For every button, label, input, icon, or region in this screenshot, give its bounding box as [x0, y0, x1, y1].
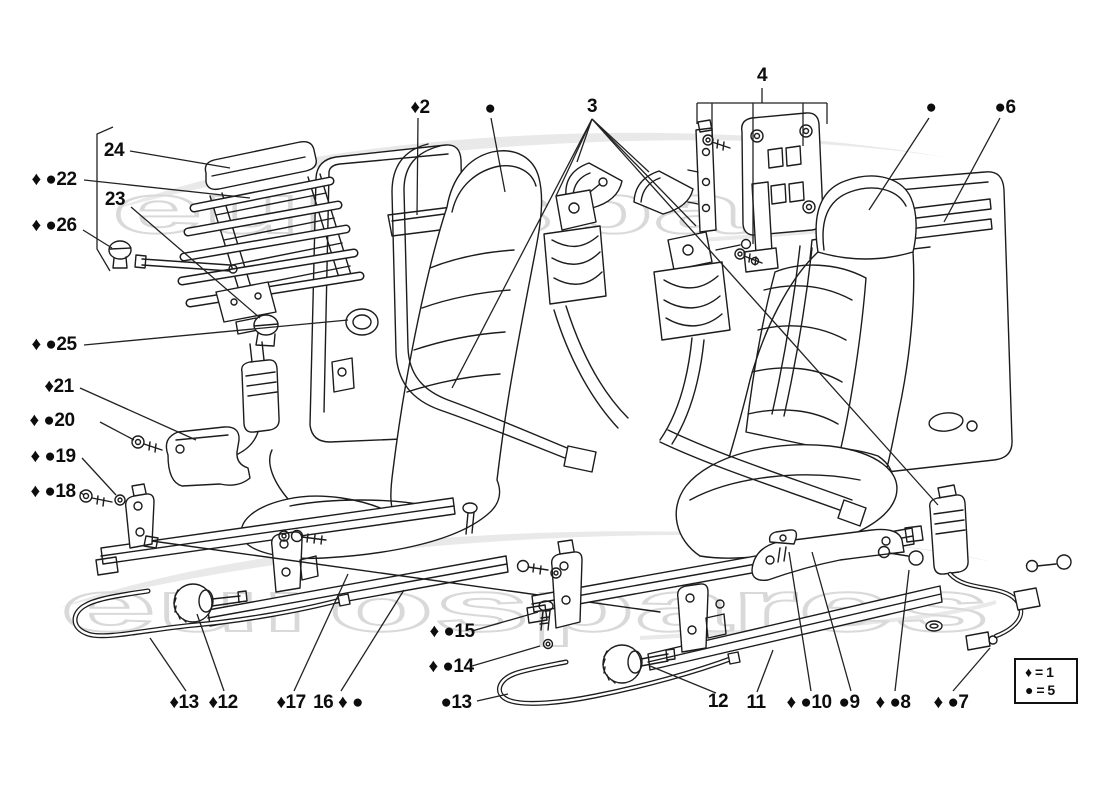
leader-lines: [79, 88, 1001, 702]
callout-part-23: 23: [104, 189, 126, 210]
callout-part-25: ♦ ●25: [31, 334, 77, 355]
belt-retractor-right: [653, 231, 752, 341]
left-adjuster-knob-cable: [72, 583, 351, 639]
callout-part-8: ♦ ●8: [875, 692, 911, 713]
callout-part-11: 11: [746, 692, 766, 713]
legend-row-dot: ● = 5: [1025, 681, 1055, 698]
callout-part-26: ♦ ●26: [31, 215, 77, 236]
callout-part-16: 16 ♦ ●: [313, 692, 363, 713]
right-seat-rails: [516, 525, 1072, 671]
callout-part-2: ♦2: [410, 97, 430, 118]
callout-part-12-left: ♦12: [208, 692, 238, 713]
callout-part-15: ♦ ●15: [429, 621, 475, 642]
callout-part-20: ♦ ●20: [29, 410, 75, 431]
callout-part-21: ♦21: [44, 376, 74, 397]
callout-dot-b: ●: [925, 97, 937, 118]
callout-dot-a: ●: [484, 98, 496, 119]
seat-belt-straps: [391, 143, 867, 527]
callout-part-22: ♦ ●22: [31, 169, 77, 190]
belt-retractor-left: [543, 177, 608, 305]
callout-part-14: ♦ ●14: [428, 656, 474, 677]
callout-part-18: ♦ ●18: [30, 481, 76, 502]
legend-box: ♦ = 1 ● = 5: [1014, 658, 1078, 704]
callout-part-24: 24: [103, 140, 125, 161]
callout-part-10: ♦ ●10: [786, 692, 832, 713]
callout-part-6: ●6: [994, 97, 1016, 118]
callout-part-13-left: ♦13: [169, 692, 199, 713]
callout-part-7: ♦ ●7: [933, 692, 969, 713]
callout-part-9: ●9: [838, 692, 860, 713]
left-seat-rails: [95, 483, 661, 627]
grommets-and-fittings: [108, 240, 379, 487]
callout-part-19: ♦ ●19: [30, 446, 76, 467]
right-adjuster-knob-cable: [497, 644, 741, 706]
callout-part-13-right: ●13: [440, 692, 472, 713]
callout-part-17: ♦17: [276, 692, 306, 713]
buckle-stalk-assembly: [925, 484, 1041, 651]
callout-part-3: 3: [586, 96, 598, 117]
callout-part-4: 4: [756, 65, 768, 86]
callout-part-12-right: 12: [707, 691, 729, 712]
legend-row-diamond: ♦ = 1: [1025, 663, 1054, 680]
left-screws: [79, 435, 163, 507]
